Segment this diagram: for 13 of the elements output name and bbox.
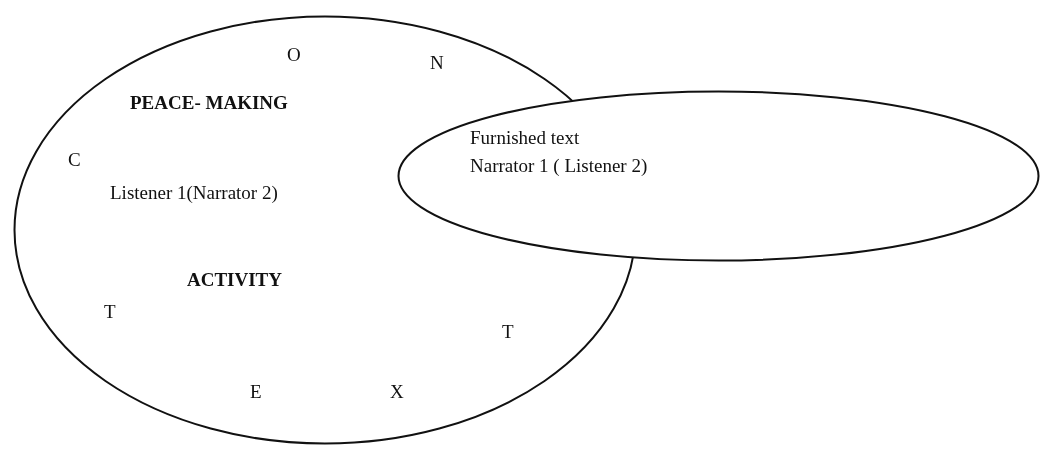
- text-label: Narrator 1 ( Listener 2): [470, 156, 648, 175]
- ellipse-node: [397, 90, 1040, 262]
- letter-label: N: [430, 53, 444, 72]
- letter-label: E: [250, 382, 262, 401]
- letter-label: C: [68, 150, 81, 169]
- text-label: Furnished text: [470, 128, 580, 147]
- letter-label: T: [104, 302, 116, 321]
- letter-label: X: [390, 382, 404, 401]
- letter-label: O: [287, 45, 301, 64]
- text-label: Listener 1(Narrator 2): [110, 183, 278, 202]
- heading-label: ACTIVITY: [187, 270, 283, 289]
- heading-label: PEACE- MAKING: [130, 93, 288, 112]
- letter-label: T: [502, 322, 514, 341]
